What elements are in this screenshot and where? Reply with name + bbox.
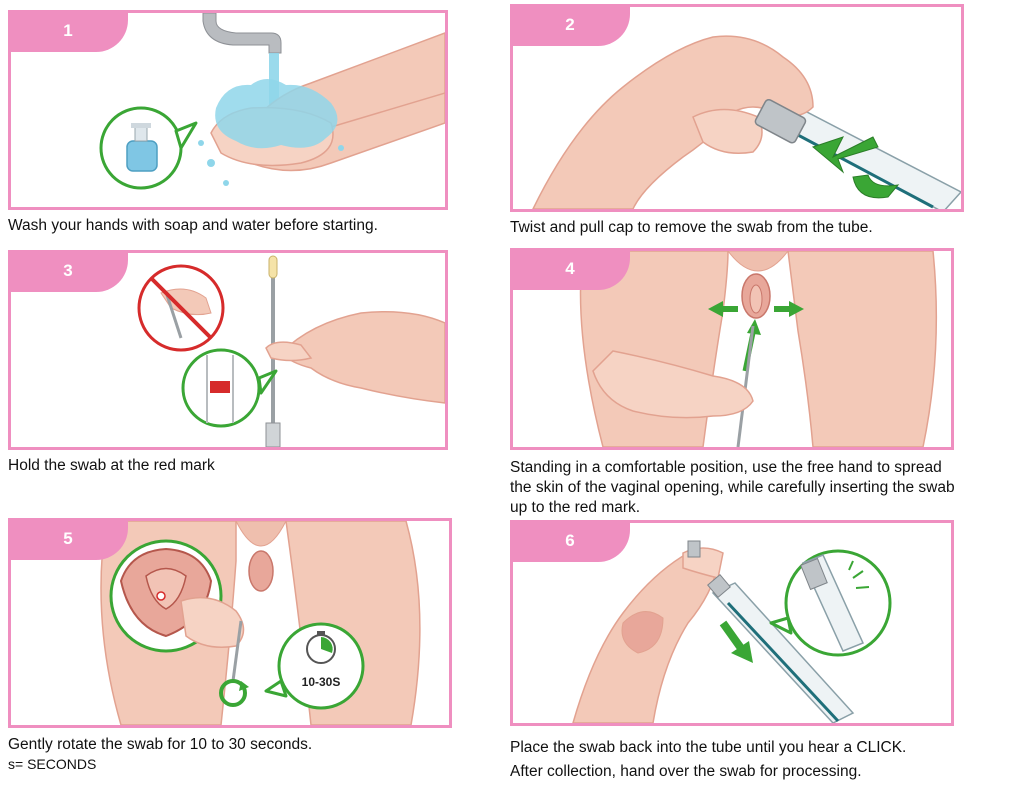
- hand-washing-illustration: [99, 13, 445, 190]
- step-5-caption: Gently rotate the swab for 10 to 30 seco…: [8, 736, 313, 753]
- step-2-panel: 2: [510, 4, 964, 212]
- step-2-number-badge: 2: [513, 7, 630, 46]
- step-4-number-badge: 4: [513, 251, 630, 290]
- step-1-caption: Wash your hands with soap and water befo…: [8, 217, 378, 234]
- step-4-caption-line-2: the skin of the vaginal opening, while c…: [510, 479, 955, 496]
- step-4-panel: 4: [510, 248, 954, 450]
- step-5-panel: 10-30S 5: [8, 518, 452, 728]
- timer-label: 10-30S: [302, 675, 341, 689]
- step-1-panel: 1: [8, 10, 448, 210]
- step-3-panel: 3: [8, 250, 448, 450]
- step-5-number-badge: 5: [11, 521, 128, 560]
- step-4-caption-line-1: Standing in a comfortable position, use …: [510, 459, 942, 476]
- remove-swab-cap-illustration: [532, 35, 961, 209]
- step-6-caption: Place the swab back into the tube until …: [510, 739, 907, 756]
- step-6-panel: 6: [510, 520, 954, 726]
- return-swab-to-tube-illustration: [572, 540, 892, 723]
- rotate-swab-illustration: 10-30S: [100, 521, 421, 725]
- step-3-number-badge: 3: [11, 253, 128, 292]
- insert-swab-illustration: [579, 251, 938, 447]
- hold-swab-illustration: [137, 255, 445, 447]
- step-1-number-badge: 1: [11, 13, 128, 52]
- step-5-note: s= SECONDS: [8, 756, 97, 772]
- step-6-caption-2: After collection, hand over the swab for…: [510, 763, 862, 780]
- step-6-number-badge: 6: [513, 523, 630, 562]
- step-4-caption-line-3: up to the red mark.: [510, 499, 641, 516]
- step-2-caption: Twist and pull cap to remove the swab fr…: [510, 219, 873, 236]
- step-3-caption: Hold the swab at the red mark: [8, 457, 215, 474]
